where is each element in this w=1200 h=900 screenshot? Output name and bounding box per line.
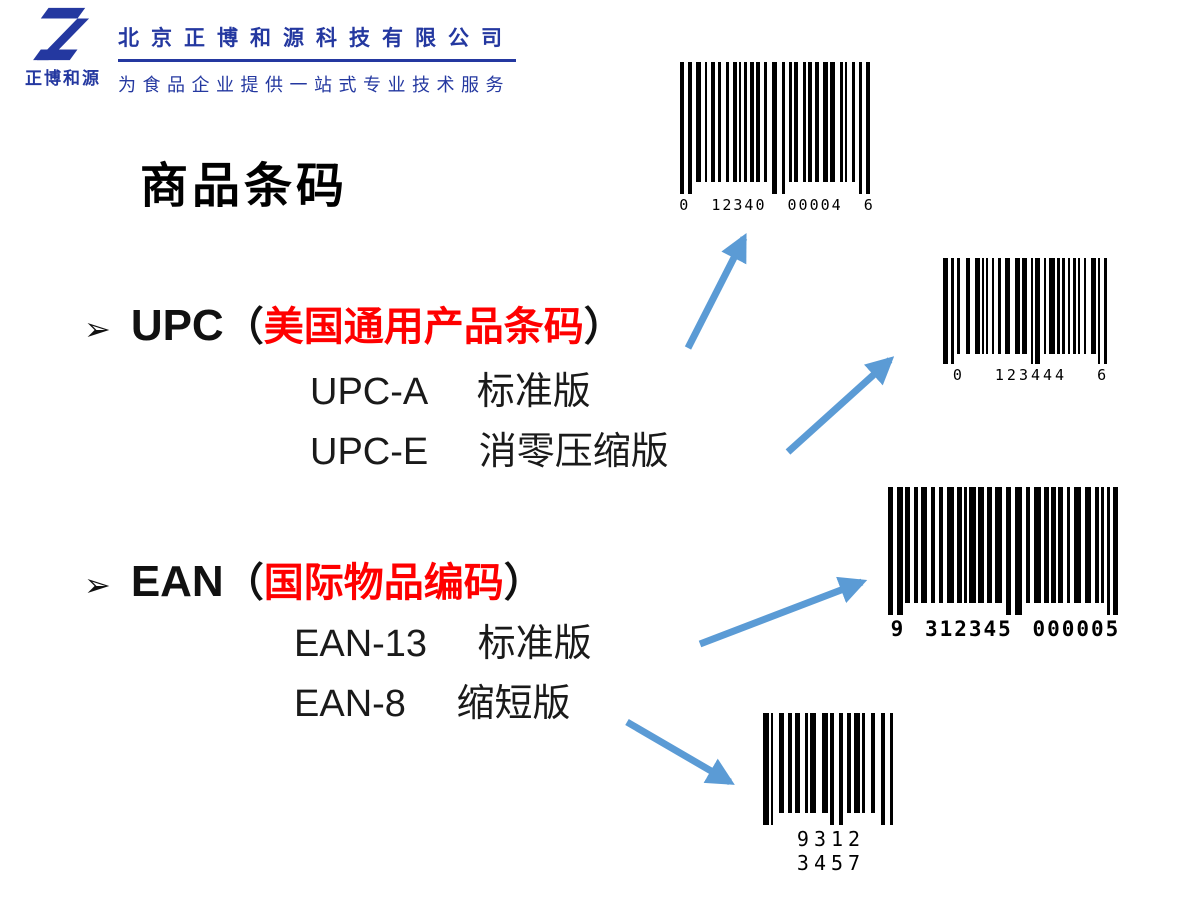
paren-close: ） xyxy=(583,305,624,349)
paren-close: ） xyxy=(503,561,544,605)
bullet-upc: ➢ UPC （ 美国通用产品条码 ） xyxy=(84,294,624,352)
header-divider xyxy=(118,59,516,62)
barcode-ean-8: 9312 3457 xyxy=(753,713,909,875)
logo-text: 正博和源 xyxy=(25,69,101,88)
upc-e-desc: 消零压缩版 xyxy=(478,431,669,473)
ean-8-desc: 缩短版 xyxy=(456,683,571,725)
upc-e-line: UPC-E 消零压缩版 xyxy=(310,420,669,475)
ean-13-line: EAN-13 标准版 xyxy=(294,612,592,667)
barcode-upc-a-digits: 0 12340 00004 6 xyxy=(679,196,875,214)
header-text-block: 北京正博和源科技有限公司 为食品企业提供一站式专业技术服务 xyxy=(118,6,516,97)
upc-e-code: UPC-E xyxy=(310,431,429,473)
barcode-ean-13-digits: 9 312345 000005 xyxy=(890,617,1121,641)
upc-acronym: UPC xyxy=(130,301,224,350)
barcode-upc-a: 0 12340 00004 6 xyxy=(672,62,882,214)
barcode-ean-8-digits: 9312 3457 xyxy=(796,827,866,875)
bullet-marker-icon: ➢ xyxy=(84,567,111,603)
company-tagline: 为食品企业提供一站式专业技术服务 xyxy=(118,75,510,95)
barcode-upc-e: 0 123444 6 xyxy=(933,258,1129,384)
upc-full-name: 美国通用产品条码 xyxy=(263,305,584,349)
ean-full-name: 国际物品编码 xyxy=(263,561,504,605)
barcode-upc-a-bars xyxy=(672,62,882,194)
barcode-ean-13-bars xyxy=(882,487,1129,615)
ean-8-code: EAN-8 xyxy=(294,683,406,725)
barcode-ean-13: 9 312345 000005 xyxy=(882,487,1129,641)
bullet-marker-icon: ➢ xyxy=(84,311,111,347)
ean-acronym: EAN xyxy=(130,557,224,606)
arrow-upc-e xyxy=(785,356,895,455)
logo-mark-icon xyxy=(33,7,90,61)
ean-13-desc: 标准版 xyxy=(477,623,592,665)
upc-a-desc: 标准版 xyxy=(476,371,591,413)
barcode-ean-8-bars xyxy=(753,713,909,825)
company-name: 北京正博和源科技有限公司 xyxy=(118,27,514,50)
upc-a-line: UPC-A 标准版 xyxy=(310,360,591,415)
company-logo: 正博和源 xyxy=(20,6,106,97)
header: 正博和源 北京正博和源科技有限公司 为食品企业提供一站式专业技术服务 xyxy=(20,6,516,97)
paren-open: （ xyxy=(223,305,264,349)
upc-a-code: UPC-A xyxy=(310,371,427,413)
arrow-ean-13 xyxy=(698,576,868,648)
barcode-upc-e-digits: 0 123444 6 xyxy=(952,366,1110,384)
arrow-upc-a xyxy=(684,233,748,350)
arrow-ean-8 xyxy=(625,718,735,786)
bullet-ean: ➢ EAN （ 国际物品编码 ） xyxy=(84,550,544,608)
page-title: 商品条码 xyxy=(140,160,349,213)
barcode-upc-e-bars xyxy=(933,258,1129,364)
paren-open: （ xyxy=(223,561,264,605)
ean-13-code: EAN-13 xyxy=(294,623,428,665)
ean-8-line: EAN-8 缩短版 xyxy=(294,672,571,727)
